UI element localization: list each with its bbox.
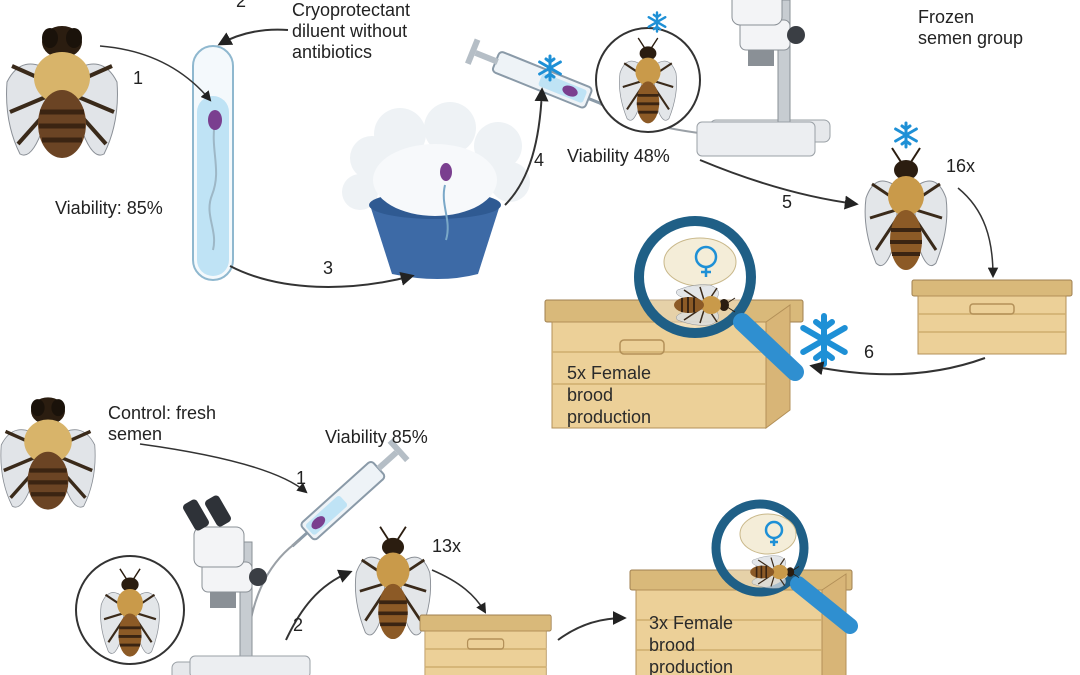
step-number: 6 [864,342,875,362]
arrow-step-4 [504,87,549,206]
microscope-stage [189,655,311,675]
queen-bee-icon [353,524,433,641]
arrow-step-3 [229,265,415,288]
step-number: 1 [133,68,144,88]
arrow-step-1 [99,45,212,102]
control-brood-result: 3x Female brood production [649,613,734,675]
viability-initial-label: Viability: 85% [55,198,163,218]
cryo-container-icon [342,102,530,279]
diluent-label: Cryoprotectant diluent without antibioti… [292,0,411,62]
arrow-step-1-control [139,443,308,494]
arrow-step-5 [699,159,859,210]
arrow-step-6 [809,357,986,376]
arrow-step-2 [217,28,289,46]
viability-thawed-label: Viability 48% [567,146,670,166]
beehive-icon [419,614,552,675]
beehive-icon [911,279,1073,355]
arrow-to-brood-control [557,611,627,641]
frozen-group-title: Frozen semen group [918,7,1024,48]
syringe-icon [291,438,410,548]
magnifier-icon [711,499,858,634]
microscope-icon [171,493,293,675]
step-number: 3 [323,258,334,278]
frozen-queen-count: 16x [946,156,976,176]
beehive-icon [544,299,804,429]
snowflake-icon [803,316,845,364]
step-number: 4 [534,150,545,170]
queen-bee-icon [863,146,949,272]
step-number: 2 [293,615,304,635]
microscope-icon [709,0,831,143]
control-group-title: Control: fresh semen [108,403,217,444]
step-number: 5 [782,192,793,212]
frozen-brood-result: 5x Female brood production [567,363,652,427]
syringe-icon [465,38,608,109]
snowflake-icon [894,121,918,149]
microscope-stage [696,121,816,157]
arrow-to-hive [957,187,999,279]
step-number: 2 [236,0,247,11]
test-tube-icon [192,45,234,281]
arrow-to-hive-control [431,569,487,614]
control-viability-label: Viability 85% [325,427,428,447]
arrow-step-2-control [285,569,353,641]
drone-bee-icon [1,397,95,509]
step-number: 1 [296,468,307,488]
bee-larva-icon [663,237,737,287]
control-queen-count: 13x [432,536,462,556]
